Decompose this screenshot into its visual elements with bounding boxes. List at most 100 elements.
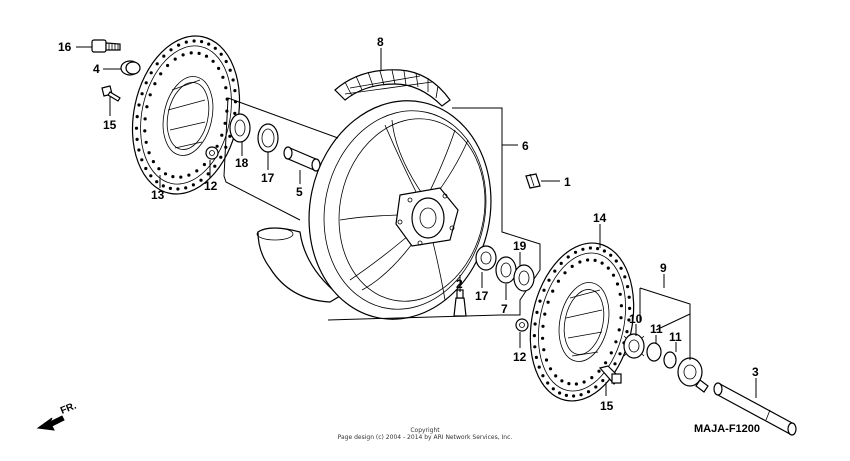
dust-seal-left[interactable] [257, 123, 279, 153]
small-spacer-right[interactable] [515, 318, 529, 332]
disc-vent-hole [181, 53, 185, 57]
front-arrow-icon [36, 415, 65, 431]
balance-weight[interactable] [525, 173, 541, 189]
disc-vent-hole [597, 369, 601, 373]
disc-vent-hole [173, 57, 177, 61]
disc-vent-hole [590, 376, 594, 380]
disc-vent-hole [169, 48, 173, 52]
disc-vent-hole [162, 54, 166, 58]
disc-vent-hole [179, 175, 183, 179]
disc-vent-hole [588, 246, 593, 250]
disc-vent-hole [192, 39, 196, 43]
disc-vent-hole [533, 345, 537, 349]
disc-vent-hole [541, 336, 545, 340]
disc-vent-hole [623, 275, 627, 279]
disc-vent-hole [615, 282, 620, 286]
disc-vent-hole [535, 310, 539, 314]
disc-vent-hole [619, 266, 623, 270]
disc-vent-hole [171, 175, 175, 179]
disc-vent-hole [168, 186, 172, 190]
callout-8: 8 [377, 35, 384, 49]
disc-vent-hole [572, 394, 576, 398]
front-wheel-rim[interactable] [289, 84, 511, 337]
disc-vent-hole [593, 258, 597, 262]
disc-vent-hole [537, 365, 541, 369]
disc-vent-hole [543, 312, 547, 316]
tire-tread-upper[interactable] [334, 69, 451, 107]
disc-vent-hole [564, 393, 569, 397]
dust-seal-right[interactable] [475, 245, 497, 271]
disc-vent-hole [547, 278, 551, 282]
collar[interactable] [120, 60, 141, 76]
oil-seal-b[interactable] [663, 351, 677, 369]
disc-bolt[interactable] [91, 39, 121, 53]
disc-vent-hole [594, 385, 598, 389]
disc-vent-hole [148, 93, 152, 97]
disc-vent-hole [135, 115, 139, 119]
disc-vent-hole [609, 351, 613, 355]
disc-vent-hole [220, 133, 224, 137]
disc-vent-hole [224, 59, 228, 64]
screw-upper[interactable] [101, 85, 121, 102]
disc-vent-hole [184, 186, 188, 190]
disc-vent-hole [563, 271, 567, 275]
disc-vent-hole [544, 358, 549, 362]
disc-vent-hole [206, 172, 210, 176]
disc-vent-hole [143, 117, 147, 121]
disc-vent-hole [211, 59, 215, 63]
disc-vent-hole [184, 40, 188, 44]
tire-lower[interactable] [256, 227, 342, 303]
disc-vent-hole [135, 137, 139, 141]
disc-vent-hole [626, 285, 630, 289]
disc-vent-hole [570, 264, 574, 268]
disc-vent-hole [618, 352, 622, 356]
callout-12-right: 12 [513, 350, 527, 364]
disc-vent-hole [215, 144, 219, 148]
disc-vent-hole [554, 374, 558, 378]
disc-vent-hole [600, 261, 604, 265]
disc-vent-hole [586, 258, 590, 262]
disc-vent-hole [617, 328, 621, 332]
disc-vent-hole [556, 279, 561, 283]
callout-6: 6 [522, 139, 529, 153]
callout-14: 14 [593, 211, 607, 225]
disc-vent-hole [204, 54, 209, 58]
dust-seal-19[interactable] [513, 264, 535, 292]
disc-vent-hole [619, 316, 623, 320]
disc-vent-hole [548, 367, 553, 371]
disc-vent-hole [134, 126, 139, 130]
callout-15-upper: 15 [103, 118, 117, 132]
callout-1: 1 [564, 175, 571, 189]
callout-11-b: 11 [669, 330, 682, 344]
disc-vent-hole [625, 330, 629, 334]
disc-vent-hole [542, 288, 546, 292]
small-spacer-left[interactable] [205, 146, 219, 160]
bearing-left[interactable] [229, 113, 251, 143]
speedometer-gearbox[interactable] [677, 357, 709, 393]
callout-10: 10 [629, 312, 643, 326]
disc-vent-hole [606, 266, 610, 270]
disc-vent-hole [187, 173, 191, 177]
screw-lower[interactable] [598, 365, 622, 385]
disc-vent-hole [137, 103, 141, 107]
disc-vent-hole [596, 247, 600, 251]
disc-vent-hole [219, 52, 223, 56]
disc-vent-hole [155, 62, 159, 66]
tire-valve[interactable] [453, 289, 467, 317]
disc-vent-hole [224, 86, 228, 90]
bearing-right[interactable] [495, 256, 517, 284]
oil-seal-a[interactable] [646, 342, 662, 362]
front-axle[interactable] [713, 382, 797, 436]
disc-vent-hole [582, 380, 586, 384]
disc-vent-hole [151, 160, 155, 164]
disc-vent-hole [221, 75, 225, 79]
callout-3: 3 [752, 365, 759, 379]
callout-17-right: 17 [475, 289, 489, 303]
callout-18: 18 [235, 156, 249, 170]
distance-collar[interactable] [283, 146, 321, 172]
right-brake-disc[interactable] [516, 233, 647, 410]
disc-vent-hole [140, 92, 144, 96]
speedometer-gear[interactable] [623, 333, 645, 359]
disc-vent-hole [578, 260, 582, 264]
left-brake-disc[interactable] [119, 26, 254, 204]
